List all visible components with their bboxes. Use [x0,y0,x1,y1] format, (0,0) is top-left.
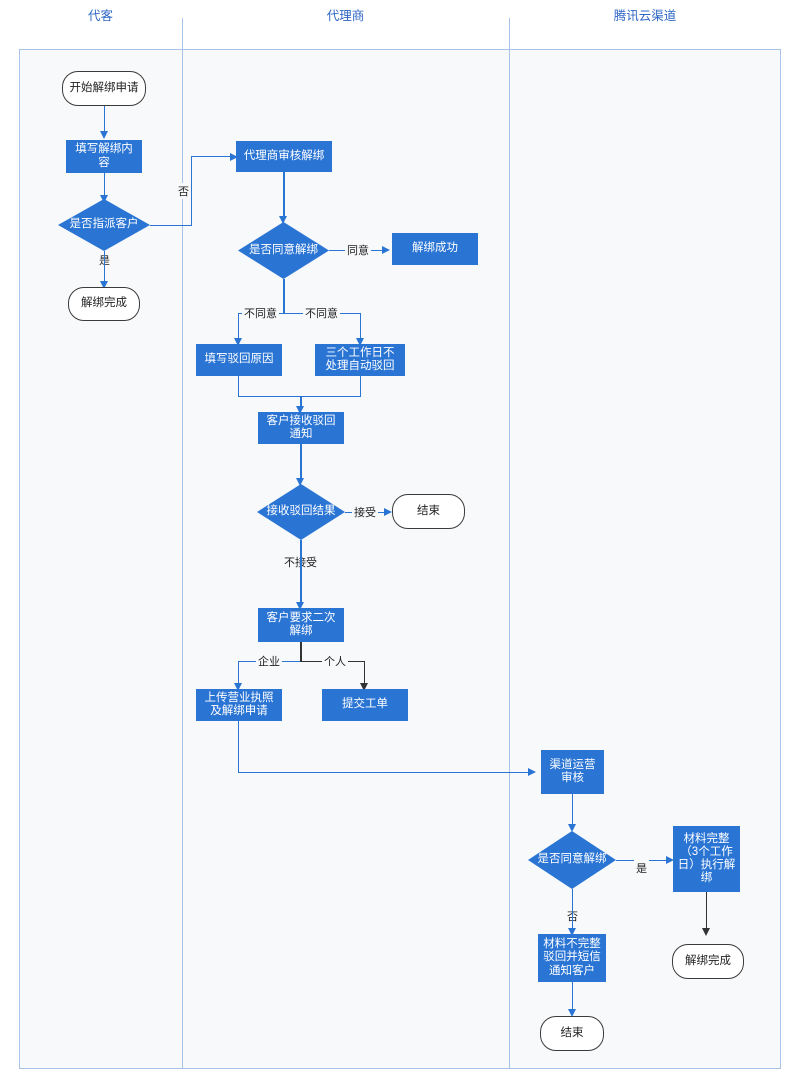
arrowhead-to-agent-review [230,152,238,161]
arrowhead-to-unbind-success [382,246,390,254]
lane-divider-1 [182,18,183,1069]
edge-label-yes-channel: 是 [634,860,649,876]
arrowhead-to-auto-reject [355,338,364,346]
node-unbind-done-1[interactable]: 解绑完成 [68,287,140,321]
edge-label-agree: 同意 [345,242,371,258]
edge-enterprise-v [238,660,240,686]
edge-agent-to-agree [283,172,285,218]
arrowhead-to-assign [99,195,108,203]
edge-start-to-fill [103,106,105,132]
arrowhead-to-agree [279,216,288,224]
swimlane-header-row [19,18,781,50]
edge-not-accept-v [300,540,302,606]
edge-fill-to-assign [103,173,105,197]
edge-merge-reject [238,395,361,397]
edge-assign-no-h [150,224,192,226]
lane-header-dailishang: 代理商 [326,9,365,23]
node-fill-content[interactable]: 填写解绑内容 [66,140,142,173]
node-end-2[interactable]: 结束 [540,1016,604,1051]
edge-label-no-assign: 否 [176,183,191,199]
node-end-1[interactable]: 结束 [392,494,465,529]
edge-notice-to-result [300,444,302,480]
arrowhead-to-end-1 [384,508,392,516]
node-auto-reject[interactable]: 三个工作日不处理自动驳回 [315,344,405,376]
edge-agree-down [283,279,285,313]
arrowhead-to-material-incomplete [567,928,576,936]
arrowhead-to-second-request [296,602,305,610]
node-start-apply[interactable]: 开始解绑申请 [62,71,146,106]
node-submit-ticket[interactable]: 提交工单 [322,689,408,721]
edge-assign-no-v [190,156,192,225]
arrowhead-to-upload-license [234,683,242,691]
node-agent-review[interactable]: 代理商审核解绑 [236,141,332,172]
arrowhead-to-channel-review [528,768,536,776]
node-assign-customer[interactable]: 是否指派客户 [58,199,150,251]
edge-channel-to-agree2 [571,794,574,826]
edge-disagree-left-v [238,312,240,341]
edge-individual-v [363,660,365,686]
edge-label-enterprise: 企业 [256,653,282,669]
arrowhead-to-submit-ticket [359,683,368,691]
arrowhead-to-customer-notice [296,406,305,414]
lane-header-daike: 代客 [87,9,113,23]
arrowhead-to-fill [99,131,108,139]
node-customer-receive-notice[interactable]: 客户接收驳回通知 [258,412,344,444]
node-assign-customer-label: 是否指派客户 [69,218,139,231]
node-customer-second-request[interactable]: 客户要求二次解绑 [258,608,344,642]
edge-assign-no-h2 [190,156,233,158]
node-unbind-done-2[interactable]: 解绑完成 [672,944,744,979]
arrowhead-to-agree-unbind-2 [567,824,576,832]
arrowhead-to-end-2 [567,1009,576,1017]
node-upload-license[interactable]: 上传营业执照及解绑申请 [196,689,282,721]
node-fill-reject-reason[interactable]: 填写驳回原因 [196,344,282,376]
edge-label-individual: 个人 [322,653,348,669]
arrowhead-to-receive-result [296,478,305,486]
arrowhead-to-unbind-done-2 [702,928,710,936]
node-material-incomplete[interactable]: 材料不完整驳回并短信通知客户 [538,934,606,982]
edge-label-disagree-right: 不同意 [303,305,340,321]
edge-label-accept: 接受 [352,504,378,520]
edge-label-disagree-left: 不同意 [242,305,279,321]
edge-material-to-done [706,892,708,931]
node-agree-unbind[interactable]: 是否同意解绑 [238,222,329,279]
arrowhead-to-material-complete [666,856,674,864]
arrowhead-to-unbind-done-1 [99,281,108,289]
lane-header-tencent-channel: 腾讯云渠道 [613,9,677,23]
edge-merge-down [300,395,302,410]
arrowhead-to-fill-reject [234,338,242,346]
edge-disagree-split [238,312,361,314]
edge-assign-to-done [103,251,105,283]
node-receive-reject-result-label: 接收驳回结果 [266,505,336,518]
node-unbind-success[interactable]: 解绑成功 [392,233,478,265]
lane-divider-2 [509,18,510,1069]
edge-upload-down [238,721,240,772]
node-agree-unbind-label: 是否同意解绑 [249,243,318,256]
edge-second-request-down [300,642,302,661]
edge-channel-no-v [571,889,574,931]
node-channel-review[interactable]: 渠道运营审核 [541,750,604,794]
node-agree-unbind-2[interactable]: 是否同意解绑 [528,831,616,889]
swimlane-frame [19,18,781,1069]
edge-incomplete-to-end [571,982,574,1012]
node-material-complete[interactable]: 材料完整（3个工作日）执行解绑 [673,826,740,892]
node-receive-reject-result[interactable]: 接收驳回结果 [257,484,345,540]
edge-disagree-right-v [359,312,361,341]
edge-fill-reject-down [238,376,240,396]
edge-auto-reject-down [359,376,361,396]
edge-to-channel-lane [238,771,531,773]
node-agree-unbind-2-label: 是否同意解绑 [537,853,607,866]
